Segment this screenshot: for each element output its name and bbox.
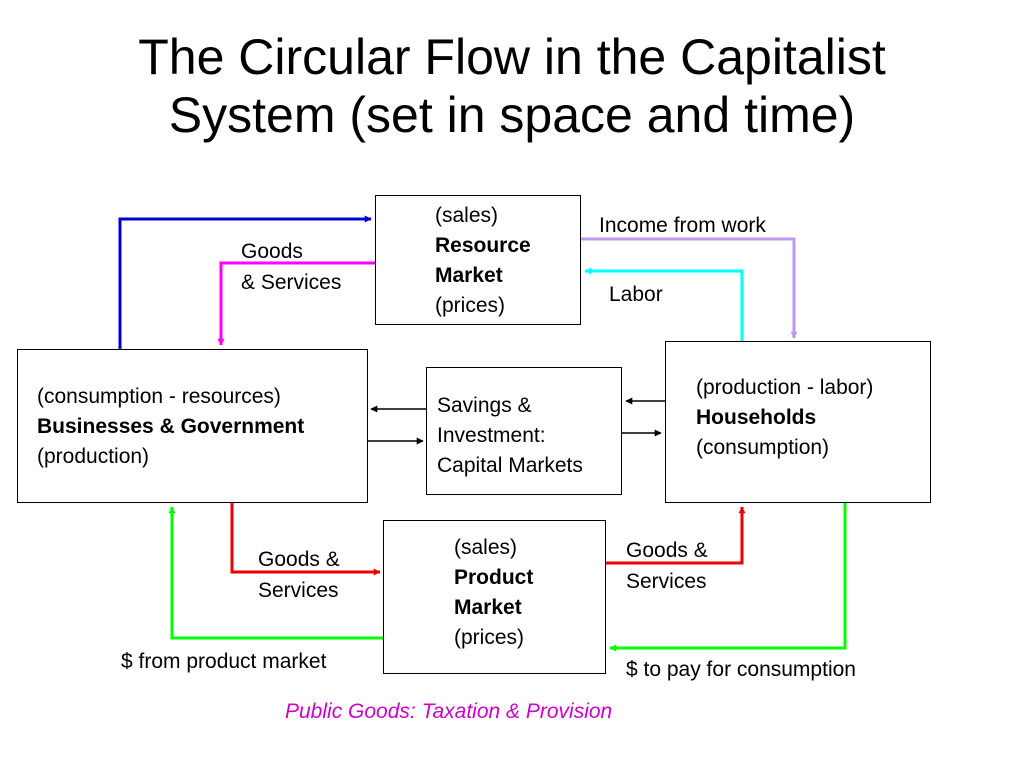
resource-market-prices: (prices) (435, 294, 506, 317)
resource-market-sales: (sales) (435, 204, 499, 227)
resource-market-box: (sales) Resource Market (prices) (375, 195, 581, 325)
goods-services-bottom-right-label: Goods & Services (626, 535, 708, 597)
product-market-name-1: Product (454, 566, 534, 589)
red-arrow-right (606, 506, 746, 565)
from-product-market-label: $ from product market (121, 650, 327, 673)
magenta-arrow (217, 261, 375, 346)
title-line-1: The Circular Flow in the Capitalist (138, 29, 886, 85)
income-from-work-label: Income from work (599, 214, 766, 237)
goods-services-bl-line-2: Services (258, 579, 339, 602)
businesses-production: (production) (37, 445, 150, 468)
goods-services-bl-line-1: Goods & (258, 548, 340, 571)
product-market-box: (sales) Product Market (prices) (383, 520, 606, 674)
households-name: Households (696, 406, 817, 429)
title-line-2: System (set in space and time) (168, 87, 856, 143)
product-market-sales: (sales) (454, 536, 518, 559)
capital-markets-line-3: Capital Markets (437, 454, 583, 477)
businesses-consumption: (consumption - resources) (37, 385, 281, 408)
capital-markets-line-1: Savings & (437, 394, 532, 417)
goods-services-top-line-1: Goods (241, 240, 303, 263)
households-box: (production - labor) Households (consump… (665, 341, 931, 503)
cyan-arrow (584, 267, 744, 341)
green-arrow-right (609, 503, 847, 652)
capital-markets-line-2: Investment: (437, 424, 546, 447)
households-production: (production - labor) (696, 376, 874, 399)
product-market-name-2: Market (454, 596, 522, 619)
public-goods-footer: Public Goods: Taxation & Provision (285, 700, 613, 723)
capital-markets-box: Savings & Investment: Capital Markets (426, 367, 622, 495)
lavender-arrow (581, 237, 798, 339)
goods-services-bottom-left-label: Goods & Services (258, 544, 340, 606)
goods-services-br-line-2: Services (626, 570, 707, 593)
red-arrow-left (230, 503, 381, 576)
businesses-name: Businesses & Government (37, 415, 305, 438)
households-consumption: (consumption) (696, 436, 830, 459)
goods-services-top-line-2: & Services (241, 271, 342, 294)
goods-services-top-label: Goods & Services (241, 236, 341, 298)
businesses-government-box: (consumption - resources) Businesses & G… (17, 349, 368, 503)
blue-arrow (118, 215, 372, 349)
product-market-prices: (prices) (454, 626, 525, 649)
to-pay-for-consumption-label: $ to pay for consumption (626, 658, 856, 681)
goods-services-br-line-1: Goods & (626, 539, 708, 562)
page-title: The Circular Flow in the Capitalist Syst… (0, 28, 1024, 144)
resource-market-name-1: Resource (435, 234, 531, 257)
labor-label: Labor (609, 283, 663, 306)
resource-market-name-2: Market (435, 264, 503, 287)
green-arrow-left (168, 506, 383, 640)
